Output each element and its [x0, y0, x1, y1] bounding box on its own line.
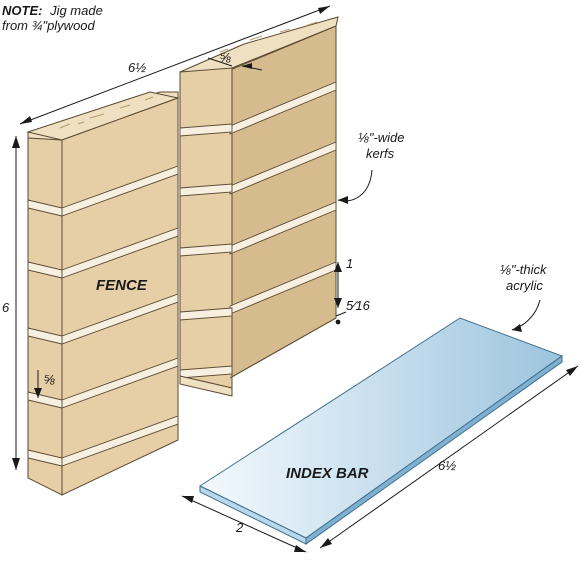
kerf-spacing-dimension: 1: [346, 256, 353, 271]
back-fence-piece: [179, 16, 339, 397]
note-text-line1: Jig made: [49, 3, 103, 18]
kerfs-label-line1: ⅛"-wide: [358, 130, 405, 145]
fence-length-dimension: 6½: [128, 60, 146, 75]
kerf-offset-top-dimension: ⅝: [220, 50, 231, 65]
acrylic-label-line1: ⅛"-thick: [500, 262, 548, 277]
acrylic-label-line2: acrylic: [506, 278, 543, 293]
front-fence-piece: [26, 21, 318, 496]
kerf-offset-left-dimension: ⅝: [44, 372, 55, 387]
note-line-1: NOTE: Jig made: [2, 3, 103, 18]
note-prefix: NOTE:: [2, 3, 42, 18]
fence-height-dimension: 6: [2, 300, 10, 315]
index-bar: [198, 317, 564, 545]
kerfs-label-line2: kerfs: [366, 146, 395, 161]
index-bar-label: INDEX BAR: [286, 465, 369, 482]
kerf-gap-dimension: 5⁄16: [346, 298, 371, 313]
bar-length-dimension: 6½: [438, 458, 456, 473]
diagram-labels: NOTE: Jig made from ¾"plywood 6½ ⅝ 6 ⅝ 1…: [2, 3, 548, 535]
dimension-lines: [12, 5, 579, 553]
bar-width-dimension: 2: [235, 520, 244, 535]
note-line-2: from ¾"plywood: [2, 18, 96, 33]
fence-label: FENCE: [96, 277, 148, 294]
